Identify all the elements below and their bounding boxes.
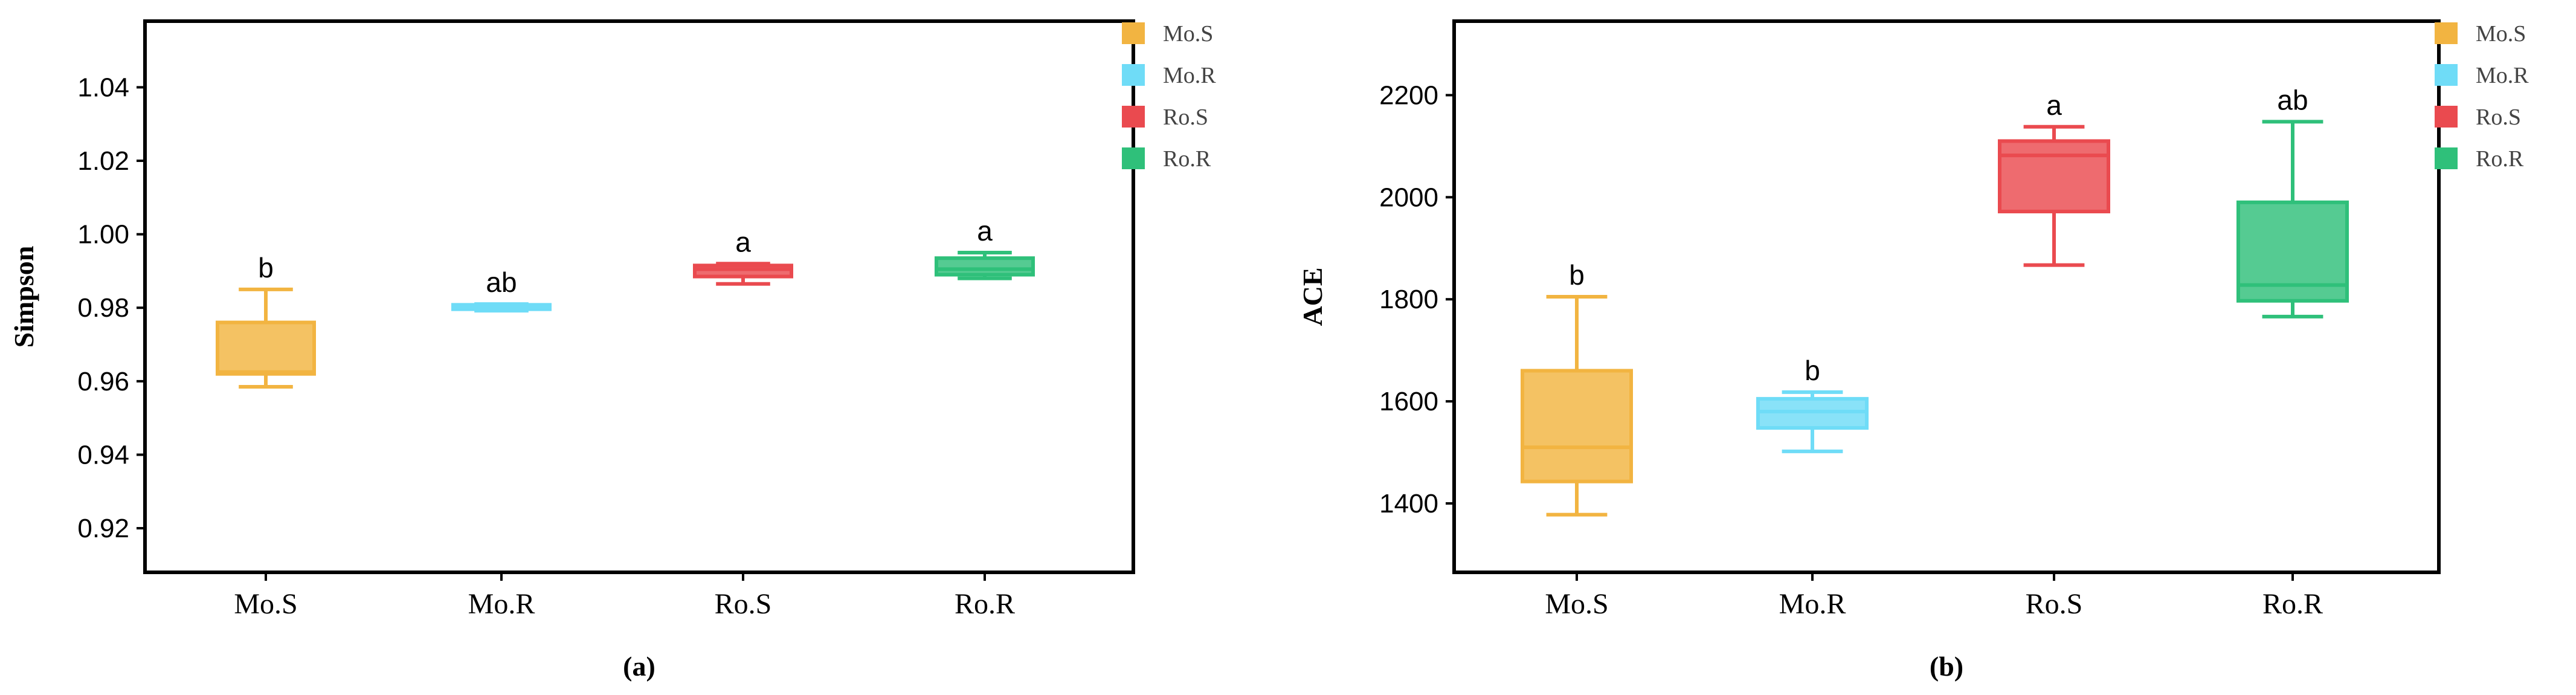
box-mo-s: b: [1521, 259, 1633, 517]
box-ro-s: a: [693, 226, 793, 286]
x-tick-label: Ro.S: [715, 588, 772, 620]
y-axis-title: ACE: [1297, 267, 1328, 326]
legend-swatch: [1122, 147, 1145, 169]
legend-swatch: [1122, 106, 1145, 128]
y-tick-label: 2000: [1379, 183, 1438, 212]
box-mo-r: b: [1756, 355, 1869, 453]
box-iqr: [1998, 139, 2110, 213]
x-tick-label: Mo.S: [1545, 588, 1608, 620]
box-iqr: [1521, 369, 1633, 483]
x-tick-label: Mo.S: [234, 588, 297, 620]
box-iqr: [935, 256, 1035, 277]
legend-label: Mo.S: [1163, 21, 1213, 47]
y-axis-title: Simpson: [8, 246, 39, 348]
y-tick-label: 0.92: [77, 514, 129, 543]
x-axis-ticks: Mo.S Mo.R Ro.S Ro.R: [1545, 572, 2323, 620]
plot-frame: [143, 19, 1135, 574]
y-tick-label: 1.04: [77, 73, 129, 102]
legend-label: Ro.R: [2476, 146, 2524, 172]
legend-swatch: [2435, 22, 2458, 44]
significance-label: a: [977, 215, 993, 247]
legend-swatch: [2435, 147, 2458, 169]
x-axis-ticks: Mo.S Mo.R Ro.S Ro.R: [234, 572, 1015, 620]
panel-caption: (a): [623, 651, 655, 682]
x-tick-label: Mo.R: [1779, 588, 1846, 620]
legend-swatch: [1122, 64, 1145, 86]
y-tick-label: 2200: [1379, 80, 1438, 110]
x-tick-label: Ro.R: [2262, 588, 2323, 620]
panel-caption: (b): [1930, 651, 1963, 682]
legend-label: Mo.S: [2476, 21, 2526, 47]
y-tick-label: 1.02: [77, 146, 129, 176]
legend-swatch: [2435, 64, 2458, 86]
y-tick-label: 1800: [1379, 285, 1438, 314]
box-ro-r: a: [935, 215, 1035, 280]
y-axis-ticks: 1400 1600 1800 2000 2200: [1379, 80, 1454, 519]
x-tick-label: Mo.R: [468, 588, 535, 620]
box-series: b ab a a: [216, 215, 1035, 389]
significance-label: b: [1569, 259, 1585, 291]
panel-a-simpson: Simpson (a) 0.92 0.94 0.96 0.98 1.00 1.02 1.04…: [8, 19, 1216, 682]
y-tick-label: 0.96: [77, 367, 129, 396]
legend-label: Ro.S: [2476, 105, 2521, 130]
significance-label: a: [2046, 89, 2062, 121]
box-mo-r: ab: [451, 267, 552, 313]
significance-label: b: [258, 252, 274, 283]
panel-b-ace: ACE (b) 1400 1600 1800 2000 2200 Mo.S Mo.R Ro.…: [1297, 19, 2529, 682]
box-series: b b a ab: [1521, 84, 2349, 517]
significance-label: ab: [2277, 84, 2308, 115]
legend-label: Ro.S: [1163, 105, 1208, 130]
significance-label: b: [1805, 355, 1820, 386]
box-iqr: [693, 263, 793, 279]
box-iqr: [216, 320, 316, 376]
significance-label: ab: [486, 267, 517, 298]
plot-frame: [1452, 19, 2441, 574]
significance-label: a: [735, 226, 751, 257]
y-tick-label: 1400: [1379, 489, 1438, 519]
y-tick-label: 0.98: [77, 293, 129, 323]
y-tick-label: 1.00: [77, 220, 129, 250]
y-tick-label: 1600: [1379, 387, 1438, 416]
y-tick-label: 0.94: [77, 440, 129, 470]
legend-swatch: [1122, 22, 1145, 44]
legend-swatch: [2435, 106, 2458, 128]
legend: Mo.S Mo.R Ro.S Ro.R: [1122, 21, 1216, 172]
legend: Mo.S Mo.R Ro.S Ro.R: [2435, 21, 2529, 172]
box-mo-s: b: [216, 252, 316, 389]
box-ro-r: ab: [2236, 84, 2349, 318]
legend-label: Ro.R: [1163, 146, 1211, 172]
legend-label: Mo.R: [1163, 63, 1216, 88]
y-axis-ticks: 0.92 0.94 0.96 0.98 1.00 1.02 1.04: [77, 73, 145, 543]
x-tick-label: Ro.R: [955, 588, 1015, 620]
box-ro-s: a: [1998, 89, 2110, 267]
x-tick-label: Ro.S: [2026, 588, 2083, 620]
legend-label: Mo.R: [2476, 63, 2529, 88]
